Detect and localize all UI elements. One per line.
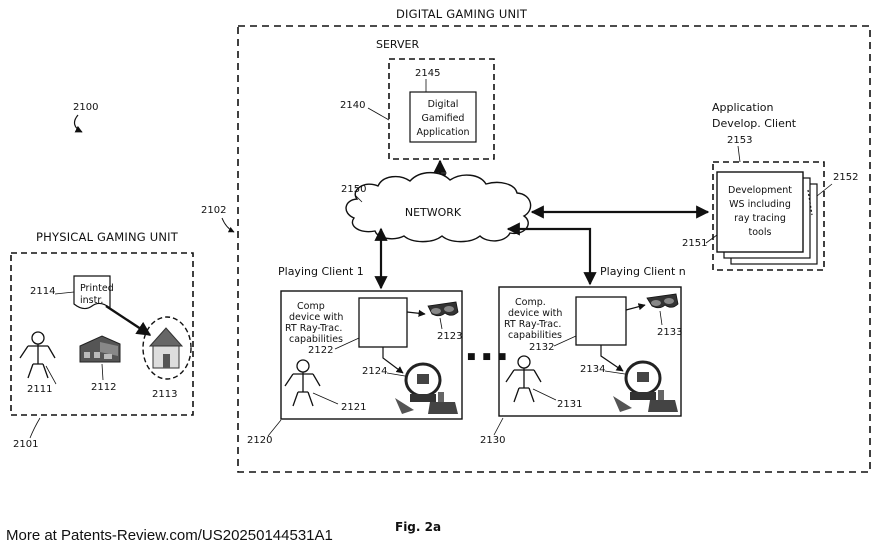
ref-2124-leader: [387, 373, 405, 376]
ref-2114: 2114: [30, 286, 55, 297]
ref-2133: 2133: [657, 327, 682, 338]
steering-wheel-icon: [613, 362, 678, 412]
client1-comp-line-2: device with: [289, 312, 343, 323]
player-icon: [285, 360, 320, 406]
ref-2130-leader: [494, 418, 503, 435]
server-title: SERVER: [376, 38, 419, 51]
instr-line-2: instr.: [80, 295, 103, 306]
steering-wheel-icon: [395, 364, 458, 414]
ref-2134-leader: [605, 371, 625, 374]
clientn-title: Playing Client n: [600, 265, 686, 278]
ref-2114-leader: [55, 292, 74, 294]
source-footer: More at Patents-Review.com/US20250144531…: [6, 527, 333, 544]
clients-ellipsis: ■ ■ ■: [467, 352, 508, 362]
ref-2123-leader: [440, 318, 442, 329]
ref-2140: 2140: [340, 100, 365, 111]
player-icon: [506, 356, 541, 402]
clientn-comp-line-2: device with: [508, 308, 562, 319]
network-label: NETWORK: [405, 206, 462, 219]
ref-2120-leader: [268, 420, 281, 436]
client1-comp-line-1: Comp: [297, 301, 325, 312]
network-clientn-link: [508, 229, 590, 284]
physical-unit-title: PHYSICAL GAMING UNIT: [36, 230, 179, 244]
ref-2113: 2113: [152, 389, 177, 400]
dev-client-title-2: Develop. Client: [712, 117, 797, 130]
vr-glasses-icon: [647, 294, 678, 308]
ref-2152: 2152: [833, 172, 858, 183]
ref-2121-leader: [313, 393, 338, 404]
ref-2123: 2123: [437, 331, 462, 342]
ref-2140-leader: [368, 108, 389, 120]
ref-2102-arrow: [222, 218, 234, 232]
client1-comp-device-box: [359, 298, 407, 347]
ref-2102: 2102: [201, 205, 226, 216]
ref-2150: 2150: [341, 184, 366, 195]
client1-title: Playing Client 1: [278, 265, 364, 278]
ref-2145: 2145: [415, 68, 440, 79]
person-icon: [20, 332, 55, 378]
instr-line-1: Printed: [80, 283, 114, 294]
ref-2124: 2124: [362, 366, 387, 377]
ref-2130: 2130: [480, 435, 505, 446]
ref-2111: 2111: [27, 384, 52, 395]
ref-2151-leader: [706, 235, 717, 243]
instr-to-house-arrow: [106, 306, 150, 335]
building-icon: [80, 336, 120, 362]
client1-device-to-glasses: [407, 312, 425, 314]
ref-2100: 2100: [73, 102, 98, 113]
ws-line-4: tools: [749, 227, 772, 238]
ws-line-2: WS including: [729, 199, 791, 210]
ref-2120: 2120: [247, 435, 272, 446]
ref-2132: 2132: [529, 342, 554, 353]
house-icon: [150, 328, 182, 368]
ref-2122: 2122: [308, 345, 333, 356]
client1-comp-line-3: RT Ray-Trac.: [285, 323, 342, 334]
ref-2131: 2131: [557, 399, 582, 410]
ws-line-3: ray tracing: [734, 213, 786, 224]
ref-2112-leader: [102, 364, 103, 380]
ref-2131-leader: [533, 389, 556, 400]
ref-2151: 2151: [682, 238, 707, 249]
ref-2101: 2101: [13, 439, 38, 450]
ref-2153-leader: [738, 146, 740, 162]
vr-glasses-icon: [428, 302, 458, 316]
ref-2133-leader: [660, 311, 662, 325]
ref-2153: 2153: [727, 135, 752, 146]
ref-2121: 2121: [341, 402, 366, 413]
clientn-comp-line-3: RT Ray-Trac.: [504, 319, 561, 330]
ws-line-1: Development: [728, 185, 792, 196]
app-label-line-2: Gamified: [422, 113, 465, 124]
clientn-comp-line-1: Comp.: [515, 297, 546, 308]
development-ws-box: [717, 172, 803, 252]
client1-comp-line-4: capabilities: [289, 334, 343, 345]
clientn-device-to-glasses: [626, 305, 645, 310]
figure-caption: Fig. 2a: [395, 520, 441, 534]
dev-client-title-1: Application: [712, 101, 773, 114]
ref-2100-arrow: [75, 115, 82, 132]
ref-2112: 2112: [91, 382, 116, 393]
app-label-line-1: Digital: [428, 99, 459, 110]
ref-2134: 2134: [580, 364, 605, 375]
digital-unit-title: DIGITAL GAMING UNIT: [396, 7, 528, 21]
ref-2101-leader: [30, 418, 40, 438]
clientn-comp-line-4: capabilities: [508, 330, 562, 341]
app-label-line-3: Application: [416, 127, 469, 138]
clientn-comp-device-box: [576, 297, 626, 345]
